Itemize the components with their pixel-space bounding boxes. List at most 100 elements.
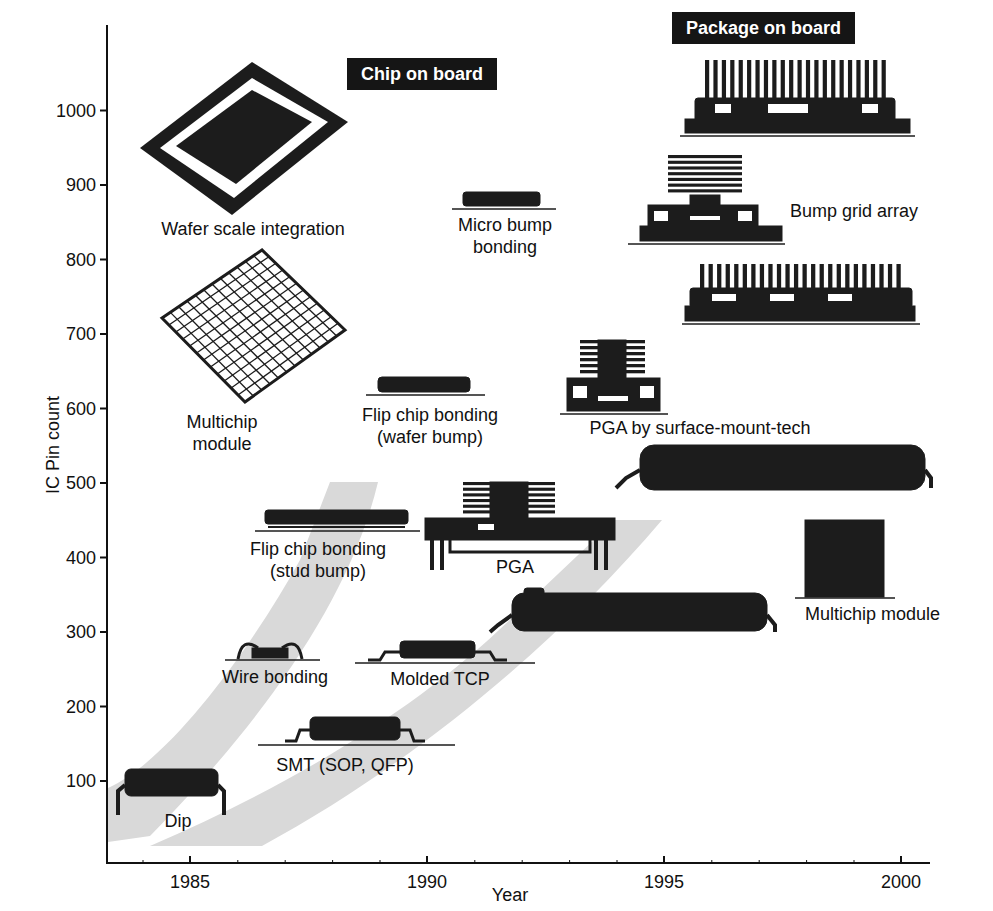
axis-tick — [143, 860, 144, 863]
multichip-module-package — [795, 520, 895, 598]
package-label: Molded TCP — [390, 668, 490, 690]
smt-package — [258, 744, 455, 746]
bump-grid-array-package — [854, 264, 858, 288]
axis-tick — [100, 482, 107, 484]
multichip-module-package — [805, 520, 884, 597]
tick-label: 1985 — [170, 871, 210, 893]
axis-tick — [285, 860, 286, 863]
bump-grid-array-package — [794, 264, 798, 288]
axis-tick — [426, 856, 428, 863]
bump-grid-array-package — [685, 306, 915, 321]
bump-grid-array-package — [680, 135, 915, 137]
long-package — [616, 445, 931, 490]
bump-grid-array-package — [811, 264, 815, 288]
bump-grid-array-package — [682, 323, 920, 325]
dip-package — [218, 785, 224, 815]
bump-grid-array-package — [682, 264, 920, 324]
tick-label: 700 — [66, 323, 96, 345]
axis-title: Year — [492, 884, 528, 906]
flip-chip-wafer-bump — [366, 394, 485, 396]
bump-grid-array-package — [700, 264, 901, 288]
bump-grid-array-package — [668, 184, 742, 187]
axis-tick — [100, 110, 107, 112]
bump-grid-array-package — [690, 216, 720, 220]
bump-grid-array-package — [768, 264, 772, 288]
package-label: PGA — [496, 556, 534, 578]
bump-grid-array-package — [722, 60, 726, 98]
pga-smt-package — [573, 386, 587, 398]
package-label: Micro bump bonding — [445, 214, 565, 258]
pga-package — [450, 540, 590, 552]
long-package — [490, 615, 512, 632]
molded-tcp-package — [355, 641, 535, 663]
bump-grid-array-package — [814, 60, 818, 98]
bump-grid-array-package — [726, 264, 730, 288]
flip-chip-stud-bump — [255, 530, 420, 532]
bump-grid-array-package — [856, 60, 860, 98]
bump-grid-array-package — [628, 243, 785, 245]
bump-grid-array-package — [654, 211, 668, 221]
bump-grid-array-package — [648, 205, 758, 227]
tick-label: 600 — [66, 398, 96, 420]
axis-tick — [427, 860, 428, 863]
bump-grid-array-package — [865, 60, 869, 98]
bump-grid-array-package — [668, 166, 742, 169]
flip-chip-stud-bump — [255, 510, 420, 531]
micro-bump-chip — [452, 208, 556, 210]
axis-tick — [474, 860, 475, 863]
axis-tick — [663, 856, 665, 863]
molded-tcp-package — [355, 662, 535, 664]
bump-grid-array-package — [628, 155, 785, 244]
axis-tick — [664, 860, 665, 863]
wafer-illustration — [160, 78, 328, 198]
wire-bonding-chip — [252, 648, 288, 658]
axis-tick — [189, 856, 191, 863]
heading-text: Package on board — [686, 17, 841, 39]
package-label: Wire bonding — [222, 666, 328, 688]
heading-box: Package on board — [672, 12, 855, 44]
axis-tick — [190, 860, 191, 863]
bump-grid-array-package — [734, 264, 738, 288]
smt-package — [400, 730, 425, 741]
molded-tcp-package — [475, 652, 507, 660]
bump-grid-array-package — [668, 178, 742, 181]
tick-label: 100 — [66, 770, 96, 792]
bump-grid-array-package — [823, 60, 827, 98]
bump-grid-array-package — [820, 264, 824, 288]
pga-package — [440, 540, 444, 570]
axis-tick — [569, 860, 570, 863]
flip-chip-stud-bump — [268, 526, 405, 528]
pga-smt-package — [560, 413, 668, 415]
trend-band — [108, 482, 662, 846]
smt-package — [258, 717, 455, 745]
bump-grid-array-package — [789, 60, 793, 98]
bump-grid-array-package — [840, 60, 844, 98]
bump-grid-array-package — [785, 264, 789, 288]
axis — [106, 25, 108, 864]
multichip-grid-illustration — [162, 250, 345, 402]
heading-text: Chip on board — [361, 63, 483, 85]
bump-grid-array-package — [803, 264, 807, 288]
package-label: Dip — [164, 810, 191, 832]
bump-grid-array-package — [882, 60, 886, 98]
package-label: Wafer scale integration — [161, 218, 344, 240]
tick-label: 200 — [66, 696, 96, 718]
bump-grid-array-package — [831, 60, 835, 98]
bump-grid-array-package — [730, 60, 734, 98]
bump-grid-array-package — [700, 264, 704, 288]
bump-grid-array-package — [772, 60, 776, 98]
bump-grid-array-package — [709, 264, 713, 288]
bump-grid-array-package — [743, 264, 747, 288]
wire-bonding-chip — [225, 659, 320, 661]
bump-grid-array-package — [879, 264, 883, 288]
tick-label: 400 — [66, 547, 96, 569]
axis-tick — [711, 860, 712, 863]
tick-label: 500 — [66, 472, 96, 494]
long-package — [640, 445, 925, 490]
multichip-grid-illustration — [204, 290, 304, 360]
bump-grid-array-package — [685, 119, 910, 133]
bump-grid-array-package — [715, 104, 731, 113]
axis-tick — [380, 860, 381, 863]
molded-tcp-package — [368, 652, 400, 660]
flip-chip-wafer-bump — [366, 377, 485, 395]
